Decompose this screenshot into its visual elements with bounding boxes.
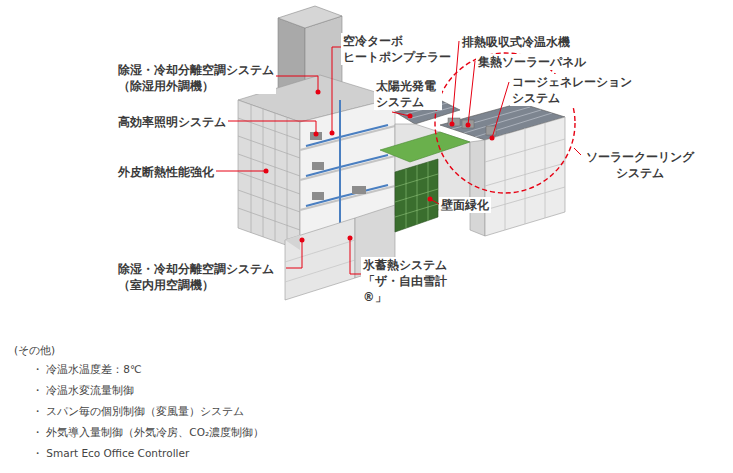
callout-label: 氷蓄熱システム 「ザ・自由雪計®」 — [361, 257, 459, 305]
callout-label: 壁面緑化 — [439, 197, 491, 213]
callout-label: 空冷ターボ ヒートポンプチラー — [341, 33, 455, 65]
callout-label: 太陽光発電 システム — [374, 78, 442, 110]
callout-label: 集熱ソーラーパネル — [476, 54, 588, 70]
note-item: ・ スパン毎の個別制御（変風量）システム — [30, 404, 246, 419]
callout-label: ソーラークーリング システム — [583, 149, 697, 181]
callout-label: 排熱吸収式冷温水機 — [460, 34, 572, 50]
note-item: ・ 外気導入量制御（外気冷房、CO₂濃度制御） — [30, 425, 266, 440]
callout-label: コージェネレーション システム — [510, 74, 636, 106]
callout-label: 外皮断熱性能強化 — [116, 164, 216, 180]
note-item: ・ 冷温水温度差：8℃ — [30, 362, 144, 377]
callout-label: 高効率照明システム — [116, 114, 228, 130]
callout-label: 除湿・冷却分離空調システム （室内用空調機） — [116, 261, 276, 293]
note-heading: (その他) — [12, 343, 57, 358]
note-item: ・ Smart Eco Office Controller — [30, 446, 191, 461]
callout-label: 除湿・冷却分離空調システム （除湿用外調機） — [116, 62, 276, 94]
note-item: ・ 冷温水変流量制御 — [30, 383, 136, 398]
